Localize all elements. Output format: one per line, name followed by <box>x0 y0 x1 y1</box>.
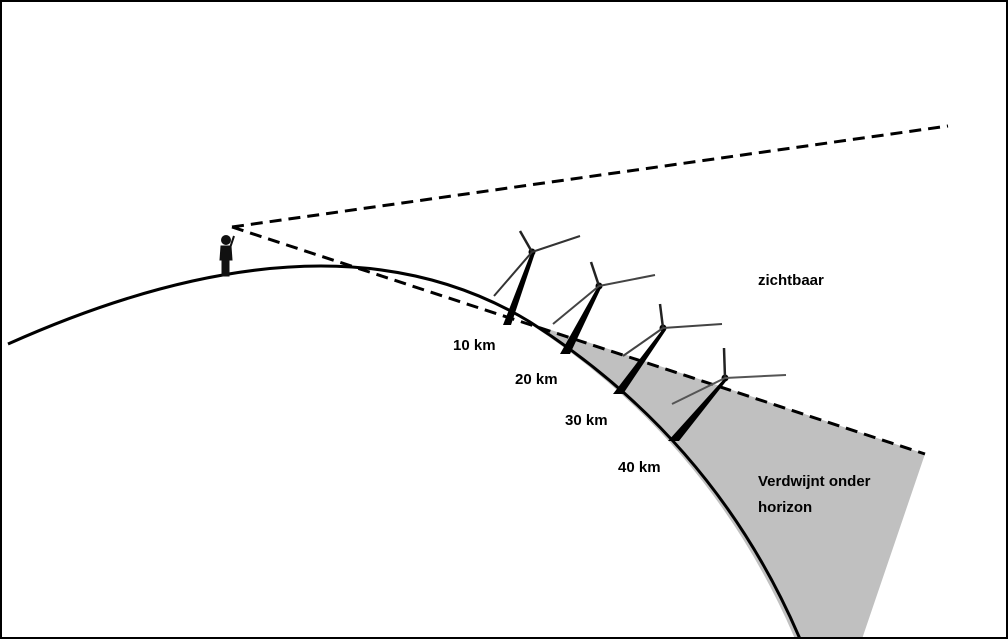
hidden-label-line2: horizon <box>758 499 812 516</box>
distance-label-10km: 10 km <box>453 337 496 354</box>
wind-turbine-40km <box>668 347 787 441</box>
upper-sight-line <box>231 124 949 229</box>
distance-label-40km: 40 km <box>618 459 661 476</box>
distance-label-30km: 30 km <box>565 412 608 429</box>
observer-figure <box>219 235 235 277</box>
horizon-sight-line <box>231 225 926 456</box>
hidden-region <box>527 322 925 637</box>
visible-label: zichtbaar <box>758 272 824 289</box>
hidden-label-line1: Verdwijnt onder <box>758 473 871 490</box>
wind-turbine-30km <box>613 303 723 394</box>
wind-turbine-10km <box>493 230 581 325</box>
wind-turbine-20km <box>552 261 656 354</box>
distance-label-20km: 20 km <box>515 371 558 388</box>
earth-surface <box>7 264 801 637</box>
